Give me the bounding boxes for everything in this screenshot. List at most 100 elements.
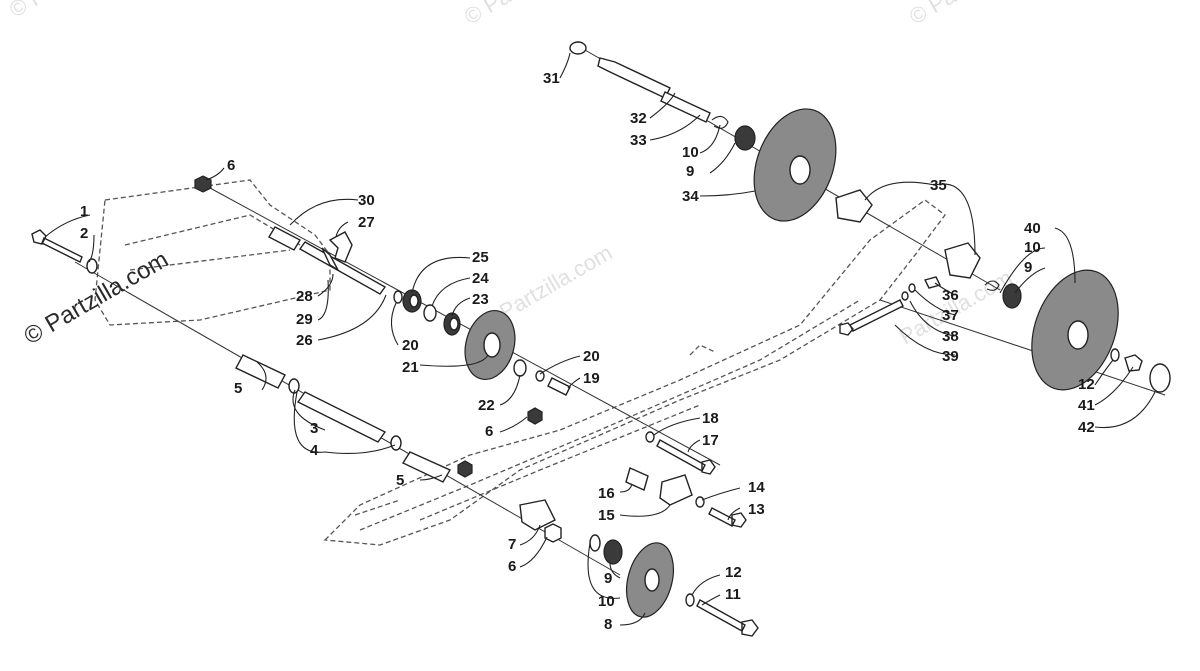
callout-30: 30 (358, 192, 375, 209)
bolt-part-17 (656, 439, 716, 475)
parts (31, 41, 1171, 637)
tube-part-3 (296, 391, 387, 443)
callout-28: 28 (296, 288, 313, 305)
block-part-15 (659, 474, 693, 506)
callout-2: 2 (80, 225, 88, 242)
bearing-part-9-top (734, 125, 756, 151)
callout-26: 26 (296, 332, 313, 349)
washer-part-22 (513, 359, 527, 377)
nut-part-6-bot (544, 523, 562, 543)
callout-32: 32 (630, 110, 647, 127)
spacer-part-16 (625, 467, 649, 491)
washer-part-2 (86, 258, 98, 274)
wheel-hub-part-8 (644, 568, 660, 592)
callout-4: 4 (310, 442, 319, 459)
callout-9c: 9 (1024, 259, 1032, 276)
tube-part-5a (235, 354, 286, 389)
shaft-part-33 (660, 91, 711, 123)
ring-part-4a (288, 378, 300, 394)
arm-part-27 (328, 231, 353, 263)
washer-part-31 (569, 41, 587, 55)
washer-part-20b (535, 370, 545, 382)
nut-part-6-top (194, 175, 212, 193)
callout-29: 29 (296, 311, 313, 328)
callout-1: 1 (80, 203, 88, 220)
callout-7: 7 (508, 536, 516, 553)
callout-14: 14 (748, 479, 765, 496)
callout-15: 15 (598, 507, 615, 524)
bracket-part-7 (519, 499, 556, 531)
watermark-diag-1: Partzilla.com (495, 240, 617, 325)
nut-part-6-mid (527, 407, 543, 425)
ring-part-4b (390, 435, 402, 451)
watermark-top-1: © Pa (5, 0, 61, 22)
callout-6a: 6 (227, 157, 235, 174)
right-slide-rail (323, 199, 946, 546)
callout-3: 3 (310, 420, 318, 437)
bolt-part-13 (708, 507, 747, 528)
callout-9a: 9 (604, 570, 612, 587)
nut-part-6-low (457, 460, 473, 478)
callout-6b: 6 (485, 423, 493, 440)
callout-25: 25 (472, 249, 489, 266)
watermark-top-2: © Pa (460, 0, 516, 29)
callout-33: 33 (630, 132, 647, 149)
clip-part-10-right (984, 280, 1000, 291)
callout-16: 16 (598, 485, 615, 502)
callout-5a: 5 (234, 380, 242, 397)
callout-13: 13 (748, 501, 765, 518)
spacer-part-19 (547, 377, 571, 396)
callout-21: 21 (402, 359, 419, 376)
callout-22: 22 (478, 397, 495, 414)
callout-31: 31 (543, 70, 560, 87)
wheel-hub-part-34 (789, 155, 811, 185)
wheel-hub-part-40 (1067, 320, 1089, 350)
callout-23: 23 (472, 291, 489, 308)
bearing-inner-part-23 (449, 317, 459, 331)
washer-part-12-right (1110, 348, 1120, 362)
callout-35: 35 (930, 177, 947, 194)
tube-part-30 (268, 226, 301, 251)
washer-part-14 (695, 496, 705, 508)
callout-40: 40 (1024, 220, 1041, 237)
bolt-part-11 (696, 599, 759, 637)
callout-41: 41 (1078, 397, 1095, 414)
callout-20b: 20 (583, 348, 600, 365)
leader-lines (44, 52, 1156, 626)
spacer-part-24 (423, 304, 437, 322)
shaft-part-32 (597, 57, 671, 99)
washer-part-38 (901, 291, 909, 301)
callout-17: 17 (702, 432, 719, 449)
bearing-inner-part-25 (409, 294, 419, 308)
callout-42: 42 (1078, 419, 1095, 436)
hub-part-35a (835, 189, 873, 223)
wheel-hub-part-21 (483, 332, 501, 358)
callout-9b: 9 (686, 163, 694, 180)
bearing-part-9-right (1002, 283, 1022, 309)
axis-lines (74, 49, 1166, 576)
callout-38: 38 (942, 328, 959, 345)
callout-27: 27 (358, 214, 375, 231)
callout-19: 19 (583, 370, 600, 387)
callout-labels: 1 2 3 4 5 5 6 6 6 7 8 9 9 9 10 10 10 11 … (80, 70, 1095, 633)
watermark-top-3: © Pa (905, 0, 961, 29)
cap-part-42 (1149, 363, 1171, 393)
callout-36: 36 (942, 287, 959, 304)
callout-18: 18 (702, 410, 719, 427)
callout-39: 39 (942, 348, 959, 365)
washer-part-12-low (685, 593, 695, 607)
bolt-part-1 (31, 229, 83, 263)
washer-part-37 (908, 283, 916, 293)
bearing-part-9-low (603, 539, 623, 565)
callout-8: 8 (604, 616, 612, 633)
callout-6c: 6 (508, 558, 516, 575)
shaft-part-26 (298, 241, 387, 295)
callout-12a: 12 (725, 564, 742, 581)
callout-20a: 20 (402, 337, 419, 354)
left-slide-rail (94, 179, 331, 326)
callout-10c: 10 (1024, 239, 1041, 256)
callout-37: 37 (942, 307, 959, 324)
tube-part-5b (401, 451, 451, 483)
ring-part-10-low (589, 534, 601, 552)
